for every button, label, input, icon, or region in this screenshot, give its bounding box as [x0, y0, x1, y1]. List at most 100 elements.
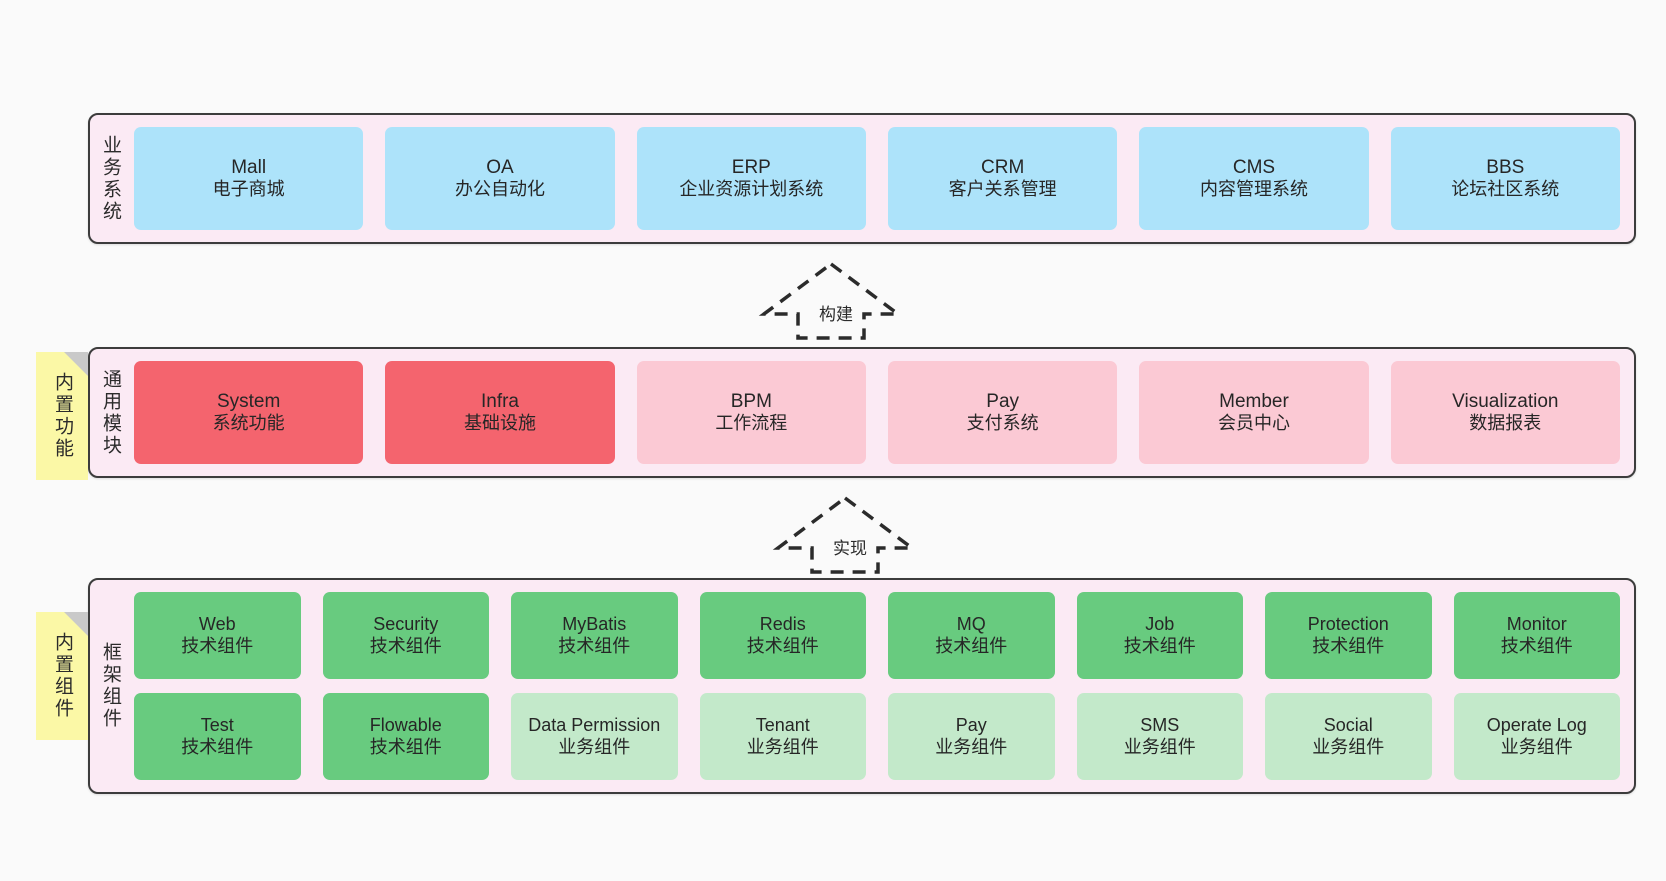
card-subtitle: 业务组件: [746, 736, 819, 757]
card-subtitle: 业务组件: [1500, 736, 1573, 757]
card-subtitle: 企业资源计划系统: [679, 179, 824, 200]
connector-implement: 实现: [770, 492, 920, 574]
layer-title-framework-component: 框架组件: [99, 642, 121, 730]
card-mybatis[interactable]: MyBatis 技术组件: [511, 592, 678, 679]
card-subtitle: 内容管理系统: [1199, 179, 1308, 200]
layer-body-framework-component: Web 技术组件 Security 技术组件 MyBatis 技术组件 Redi…: [130, 580, 1634, 792]
card-bbs[interactable]: BBS 论坛社区系统: [1390, 127, 1620, 230]
card-redis[interactable]: Redis 技术组件: [699, 592, 866, 679]
card-cms[interactable]: CMS 内容管理系统: [1139, 127, 1369, 230]
page-fold-icon: [64, 612, 88, 636]
card-title: Mall: [231, 156, 267, 178]
card-subtitle: 技术组件: [935, 635, 1008, 656]
card-operate-log[interactable]: Operate Log 业务组件: [1453, 693, 1620, 780]
layer-title-common-module: 通用模块: [99, 368, 121, 457]
card-test[interactable]: Test 技术组件: [134, 693, 301, 780]
card-mall[interactable]: Mall 电子商城: [134, 127, 364, 230]
card-erp[interactable]: ERP 企业资源计划系统: [636, 127, 866, 230]
layer-framework-component: 框架组件 Web 技术组件 Security 技术组件 MyBatis 技术组件…: [88, 578, 1636, 794]
card-mq[interactable]: MQ 技术组件: [888, 592, 1055, 679]
card-subtitle: 业务组件: [935, 736, 1008, 757]
card-subtitle: 办公自动化: [454, 179, 545, 200]
sticky-note-builtin-function: 内置功能: [36, 352, 88, 480]
card-row: Web 技术组件 Security 技术组件 MyBatis 技术组件 Redi…: [134, 592, 1620, 679]
layer-title-business-system: 业务系统: [99, 134, 121, 223]
card-title: Pay: [955, 714, 987, 735]
card-pay-business[interactable]: Pay 业务组件: [888, 693, 1055, 780]
card-subtitle: 业务组件: [1312, 736, 1385, 757]
layer-body-common-module: System 系统功能 Infra 基础设施 BPM 工作流程 Pay 支付系统…: [130, 349, 1634, 476]
card-job[interactable]: Job 技术组件: [1076, 592, 1243, 679]
card-row: System 系统功能 Infra 基础设施 BPM 工作流程 Pay 支付系统…: [134, 361, 1620, 464]
card-subtitle: 技术组件: [1123, 635, 1196, 656]
sticky-note-builtin-component: 内置组件: [36, 612, 88, 740]
sticky-note-label: 内置功能: [51, 372, 73, 460]
card-subtitle: 技术组件: [181, 736, 254, 757]
card-title: ERP: [731, 156, 771, 178]
card-subtitle: 技术组件: [181, 635, 254, 656]
card-title: Operate Log: [1486, 714, 1587, 735]
card-subtitle: 技术组件: [369, 635, 442, 656]
card-title: Job: [1145, 613, 1175, 634]
card-subtitle: 技术组件: [1312, 635, 1385, 656]
card-title: Member: [1219, 390, 1289, 412]
card-title: OA: [486, 156, 514, 178]
card-title: Data Permission: [528, 714, 661, 735]
generalization-arrow-icon: [758, 261, 904, 340]
sticky-note-label: 内置组件: [51, 632, 73, 720]
card-web[interactable]: Web 技术组件: [134, 592, 301, 679]
card-pay[interactable]: Pay 支付系统: [887, 361, 1118, 464]
card-subtitle: 数据报表: [1469, 413, 1542, 434]
card-subtitle: 业务组件: [558, 736, 631, 757]
card-monitor[interactable]: Monitor 技术组件: [1453, 592, 1620, 679]
card-title: Flowable: [369, 714, 442, 735]
card-subtitle: 系统功能: [212, 413, 285, 434]
card-subtitle: 客户关系管理: [948, 179, 1057, 200]
card-sms[interactable]: SMS 业务组件: [1076, 693, 1243, 780]
card-row: Mall 电子商城 OA 办公自动化 ERP 企业资源计划系统 CRM 客户关系…: [134, 127, 1620, 230]
card-title: Security: [373, 613, 439, 634]
card-title: BPM: [730, 390, 772, 412]
card-bpm[interactable]: BPM 工作流程: [636, 361, 866, 464]
card-title: Infra: [480, 390, 519, 412]
card-oa[interactable]: OA 办公自动化: [385, 127, 615, 230]
card-system[interactable]: System 系统功能: [134, 361, 364, 464]
card-title: Web: [198, 613, 236, 634]
card-title: CRM: [981, 156, 1025, 178]
card-security[interactable]: Security 技术组件: [322, 592, 489, 679]
card-member[interactable]: Member 会员中心: [1139, 361, 1369, 464]
card-title: Visualization: [1452, 390, 1559, 412]
card-title: System: [216, 390, 281, 412]
card-subtitle: 会员中心: [1217, 413, 1290, 434]
card-title: MQ: [956, 613, 986, 634]
card-subtitle: 基础设施: [463, 413, 536, 434]
card-visualization[interactable]: Visualization 数据报表: [1390, 361, 1620, 464]
card-subtitle: 技术组件: [369, 736, 442, 757]
card-title: BBS: [1486, 156, 1525, 178]
card-data-permission[interactable]: Data Permission 业务组件: [511, 693, 678, 780]
card-subtitle: 工作流程: [715, 413, 788, 434]
card-title: CMS: [1232, 156, 1276, 178]
card-subtitle: 技术组件: [558, 635, 631, 656]
layer-body-business-system: Mall 电子商城 OA 办公自动化 ERP 企业资源计划系统 CRM 客户关系…: [130, 115, 1634, 242]
card-crm[interactable]: CRM 客户关系管理: [887, 127, 1118, 230]
card-title: SMS: [1140, 714, 1180, 735]
card-subtitle: 论坛社区系统: [1451, 179, 1560, 200]
card-row: Test 技术组件 Flowable 技术组件 Data Permission …: [134, 693, 1620, 780]
layer-business-system: 业务系统 Mall 电子商城 OA 办公自动化 ERP 企业资源计划系统 CRM…: [88, 113, 1636, 244]
card-social[interactable]: Social 业务组件: [1265, 693, 1432, 780]
card-tenant[interactable]: Tenant 业务组件: [699, 693, 866, 780]
card-title: Redis: [759, 613, 806, 634]
page-fold-icon: [64, 352, 88, 376]
layer-common-module: 通用模块 System 系统功能 Infra 基础设施 BPM 工作流程 Pay…: [88, 347, 1636, 478]
card-subtitle: 技术组件: [746, 635, 819, 656]
card-subtitle: 业务组件: [1123, 736, 1196, 757]
card-title: Protection: [1307, 613, 1389, 634]
connector-label-build: 构建: [816, 306, 856, 323]
card-flowable[interactable]: Flowable 技术组件: [322, 693, 489, 780]
card-infra[interactable]: Infra 基础设施: [385, 361, 615, 464]
card-subtitle: 技术组件: [1500, 635, 1573, 656]
card-title: MyBatis: [562, 613, 627, 634]
card-protection[interactable]: Protection 技术组件: [1265, 592, 1432, 679]
